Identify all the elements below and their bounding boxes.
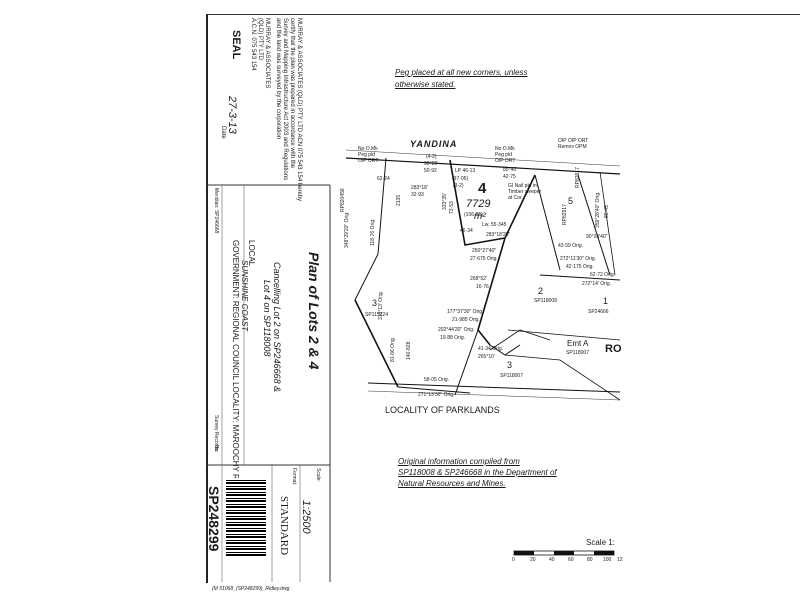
plan-title: Plan of Lots 2 & 4 [306, 252, 322, 370]
dim-272b: 272°14' Orig. [582, 281, 612, 287]
lot2-number: 2 [538, 286, 544, 296]
dim-202: 202°44'20" Orig. [438, 327, 475, 333]
dim-250: 250°27'40" [472, 248, 497, 254]
dim-177: 177°37'30" Orig. [447, 309, 484, 315]
dim-11876: 118·76 Orig. [370, 218, 376, 246]
dim-348: 348°29'20" Orig. [344, 211, 350, 248]
easement-a-sp: SP118007 [566, 350, 589, 356]
dim-4634: 46·34 [460, 228, 473, 234]
dim-4134: 41·34 Orig. [478, 346, 504, 352]
dim-265: 265°10' [478, 354, 495, 360]
dim-2135: 2135 [396, 194, 402, 206]
plan-number: SP248299 [206, 486, 222, 552]
lot1-sp: SP24666 [588, 309, 609, 315]
scale-label: Scale: [315, 468, 321, 482]
survey-records-no: No [213, 445, 219, 452]
lot3-west-sp: SP115724 [365, 312, 388, 318]
dim-5545: Lw. 55·345 [482, 222, 507, 228]
dim-rp2: RP820458 [340, 188, 346, 212]
dim-32: (3-2) [453, 183, 464, 189]
lot4-number: 4 [478, 180, 487, 197]
dim-4275: 42·75 [503, 174, 516, 180]
dim-140: 140·828 [406, 341, 412, 360]
peg-note-west: No O.Mk Peg pld OIP ORT [358, 146, 379, 164]
dim-10685: (106·85) [464, 212, 483, 218]
dim-283: 283°18' [411, 185, 428, 191]
dim-5805: 58·05 Orig. [424, 377, 450, 383]
lot3-south-number: 3 [507, 360, 513, 370]
scale-bar-label: Scale 1: [586, 538, 615, 547]
dim-16: 16·76 [476, 284, 489, 290]
dim-27675: 27·675 Orig. [470, 256, 498, 262]
dim-6224: 62·24 [377, 176, 390, 182]
scale-tick: 20 [530, 557, 536, 563]
barcode [226, 478, 266, 556]
scale-tick: 60 [568, 557, 574, 563]
lot2-sp: SP118008 [534, 298, 557, 304]
dim-gi-nail: GI Nail pld in Timber sleeper at Cor. [508, 183, 542, 201]
orig-note-line3: Natural Resources and Mines. [398, 479, 506, 488]
dim-8166: 81·66 Orig. [390, 336, 396, 362]
meridian: Meridian: SP246668 [213, 188, 219, 234]
dim-272: 272°11'30" Orig. [560, 256, 597, 262]
plan-sheet [206, 14, 800, 583]
dim-90-28: 90°28'40" [586, 234, 608, 240]
plan-format: STANDARD [278, 496, 290, 556]
dim-42175: 42·175 Orig. [566, 264, 594, 270]
dim-7353: 73·53 [449, 201, 455, 214]
dim-288: 283°18'20" [486, 232, 511, 238]
dim-8545: 85·45 [604, 205, 610, 218]
easement-a: Emt A [567, 339, 589, 348]
scale-tick: 40 [549, 557, 555, 563]
dim-lp: LP 46·13 [455, 168, 476, 174]
dim-6272: 62·72 Orig. [590, 272, 616, 278]
dim-4359: 43·59 Orig. [558, 243, 584, 249]
dim-5092: 50·92 [424, 168, 437, 174]
lot5-sp: RP82917 [562, 204, 568, 225]
lot3-west-number: 3 [372, 298, 378, 308]
dim-90: 90°29' [424, 161, 439, 167]
lot4-area: 7729 [466, 198, 491, 210]
cancelling-line2: Lot 4 on SP118008 [262, 280, 272, 357]
dim-9705: (97·05) [452, 176, 469, 182]
dim-21985: 21·985 Orig. [452, 317, 480, 323]
lot5-number: 5 [568, 196, 574, 206]
format-label: Format: [291, 468, 297, 486]
oip-note: OIP OIP ORT Remns OPM [558, 138, 589, 150]
file-reference: (M 51068_(SP248299)_Ridley.dwg [212, 586, 290, 592]
dim-85: 85°40' [503, 167, 518, 173]
scale-tick: 0 [512, 557, 515, 563]
road-ro: RO [605, 343, 622, 355]
sunshine-coast: SUNSHINE COAST [240, 260, 249, 332]
lot4-m2: m² [474, 211, 486, 222]
lot1-number: 1 [603, 296, 609, 306]
dim-rp: RP82917 [575, 167, 581, 188]
plan-scale: 1:2500 [300, 500, 312, 534]
peg-note-line1: Peg placed at all new corners, unless [395, 68, 528, 77]
peg-note-line2: otherwise stated. [395, 80, 456, 89]
dim-1988: 19·88 Orig. [440, 335, 466, 341]
cancelling-line1: Cancelling Lot 2 on SP246668 & [272, 262, 282, 393]
government-locality: GOVERNMENT: REGIONAL COUNCIL LOCALITY: M… [231, 240, 240, 499]
lot3-south-sp: SP118007 [500, 373, 523, 379]
scale-tick: 100 [603, 557, 612, 563]
orig-note-line2: SP118008 & SP246668 in the Department of [398, 468, 557, 477]
dim-26893: 268°52' [470, 276, 487, 282]
scale-tick: 12 [617, 557, 623, 563]
scale-tick: 80 [587, 557, 593, 563]
road-yandina: YANDINA [410, 139, 458, 149]
locality-parklands: LOCALITY OF PARKLANDS [385, 405, 500, 415]
dim-42: (4-2) [426, 154, 437, 160]
peg-note-east: No O.Mk Peg pld OIP ORT [495, 146, 516, 164]
dim-271: 271°13'30" Orig. [418, 392, 455, 398]
dim-318: 318°13' Orig. [378, 290, 384, 320]
dim-359: 359°28'40" Orig. [595, 191, 601, 228]
dim-333: 333°35' [442, 193, 448, 210]
scale-bar-graphic [513, 550, 615, 556]
dim-3293: 32·93 [411, 192, 424, 198]
orig-note-line1: Original information compiled from [398, 457, 520, 466]
